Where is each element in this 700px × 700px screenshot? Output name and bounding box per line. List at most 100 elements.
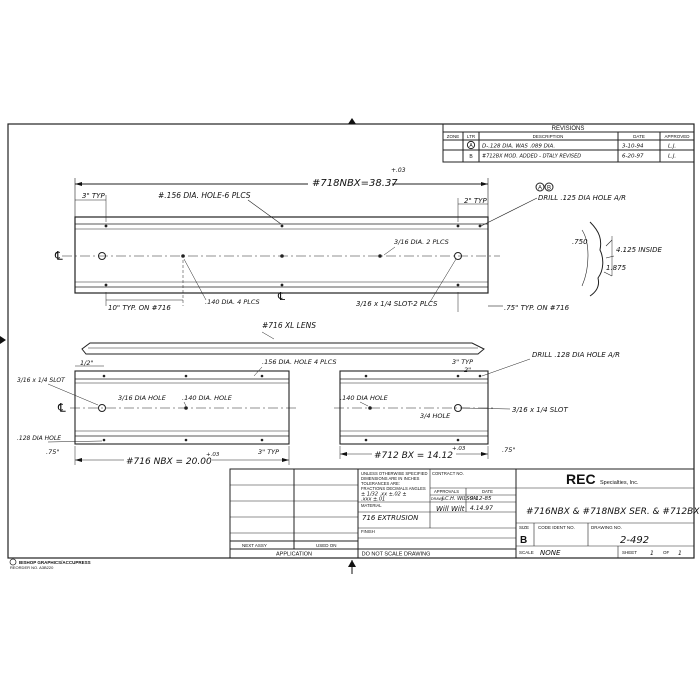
top-overall-length: #718NBX=38.37	[312, 178, 398, 189]
top-hole	[280, 254, 284, 258]
bottom-center-mark	[348, 560, 356, 567]
part-title: #716NBX & #718NBX SER. & #712BX	[526, 507, 700, 517]
top-centerline-symbol: ℄	[54, 249, 63, 263]
left-edge: .75"	[46, 448, 59, 456]
next-assy-label: NEXT ASSY	[242, 543, 267, 548]
rev-b-approved: L.J.	[668, 154, 676, 160]
top-section-h: 4.125 INSIDE	[616, 246, 662, 254]
used-on-label: USED ON	[316, 543, 337, 548]
top-hole	[280, 224, 284, 228]
rev-a-letter: A	[469, 143, 473, 149]
top-center-symbol: ℄	[277, 291, 285, 303]
top-hole	[456, 283, 460, 287]
company-logo: REC	[566, 471, 596, 487]
top-hole	[456, 224, 460, 228]
top-rev-mark-a: A	[538, 186, 542, 192]
do-not-scale: DO NOT SCALE DRAWING	[362, 552, 431, 558]
top-overall-tol: +.03	[391, 167, 406, 174]
of-label: OF	[663, 550, 670, 555]
right-hole: 3/4 HOLE	[420, 412, 451, 420]
right-slot-note: 3/16 x 1/4 SLOT	[512, 406, 568, 414]
rev-header-approved: APPROVED	[664, 134, 690, 139]
of-value: 1	[678, 550, 682, 557]
left-end-dim: 1/2"	[80, 359, 93, 367]
contract-no-label: CONTRACT NO.	[432, 471, 464, 476]
top-section-mid: 1.875	[606, 264, 627, 272]
title-block: NEXT ASSY USED ON APPLICATION DO NOT SCA…	[229, 468, 700, 559]
date-label: DATE	[482, 489, 493, 494]
right-top-dim: 3" TYP	[452, 358, 473, 366]
scale-value: NONE	[540, 549, 561, 557]
sheet-label: SHEET	[622, 550, 637, 555]
sheet-value: 1	[650, 550, 654, 557]
material-label: MATERIAL	[361, 503, 382, 508]
drawing-no-value: 2-492	[620, 535, 649, 546]
left-typ: 3" TYP	[258, 448, 279, 456]
top-view-718nbx: #718NBX=38.37 +.03 ℄ 3" TYP 2" TYP #.156	[54, 167, 662, 312]
top-hole	[104, 283, 108, 287]
top-slot-note: 3/16 x 1/4 SLOT-2 PLCS	[356, 300, 438, 308]
drawn-label: DRAWN	[431, 497, 445, 501]
lens-716xl: #716 XL LENS	[81, 321, 485, 355]
top-drill-note: DRILL .125 DIA HOLE A/R	[538, 194, 626, 202]
checked-by: Will Wilt	[436, 505, 465, 513]
left-hole-note: .156 DIA. HOLE 4 PLCS	[262, 358, 337, 366]
right-view-712bx: 3" TYP 2" .140 DIA HOLE 3/4 HOLE DRILL .…	[334, 351, 620, 461]
tolerance-line-5: ± 1/32 .xx ±.02 ±	[361, 492, 407, 498]
rev-header-zone: ZONE	[447, 134, 460, 139]
top-slot-dia: 3/16 DIA. 2 PLCS	[394, 238, 449, 246]
revisions-title: REVISIONS	[552, 126, 585, 132]
tolerance-line-4: FRACTIONS DECIMALS ANGLES	[361, 486, 426, 491]
top-small-hole: .140 DIA. 4 PLCS	[205, 298, 260, 306]
left-center-mark	[0, 336, 6, 344]
left-slot-note: 3/16 x 1/4 SLOT	[17, 377, 66, 384]
top-typ-on: .75" TYP. ON #716	[504, 304, 570, 312]
top-rev-mark-b: B	[547, 186, 551, 192]
right-edge: .75"	[502, 446, 515, 454]
top-hole	[280, 283, 284, 287]
footer: BISHOP GRAPHICS/ACCUPRESS REORDER NO. A3…	[9, 558, 91, 570]
right-top-dim2: 2"	[464, 366, 471, 374]
rev-header-ltr: LTR	[467, 134, 476, 139]
rev-b-date: 6-20-97	[622, 154, 644, 160]
left-overall: #716 NBX = 20.00	[126, 457, 212, 467]
tolerance-line-6: .xxx ±.01	[361, 497, 385, 503]
company-sub: Specialties, Inc.	[600, 480, 639, 486]
top-slot-right	[454, 252, 462, 260]
approvals-label: APPROVALS	[434, 489, 459, 494]
rev-a-date: 3-10-94	[622, 144, 644, 150]
right-overall: #712 BX = 14.12	[374, 451, 453, 461]
material-value: 716 EXTRUSION	[362, 514, 419, 522]
top-slot-left	[98, 252, 106, 260]
left-drill-note: .128 DIA HOLE	[17, 435, 61, 442]
size-value: B	[520, 535, 527, 546]
drawn-by: J.C.H. WILSON	[441, 496, 477, 502]
left-dia-hole: 3/16 DIA HOLE	[118, 394, 167, 402]
rev-header-description: DESCRIPTION	[533, 134, 564, 139]
rev-b-letter: B	[469, 154, 473, 160]
reorder-no: REORDER NO. A3B220	[10, 565, 54, 570]
left-overall-tol: +.03	[206, 452, 220, 458]
right-drill-note: DRILL .128 DIA HOLE A/R	[532, 351, 620, 359]
left-centerline-symbol: ℄	[57, 401, 66, 415]
revisions-table: REVISIONS ZONE LTR DESCRIPTION DATE APPR…	[442, 123, 695, 163]
finish-label: FINISH	[361, 529, 375, 534]
lens-label: #716 XL LENS	[262, 321, 316, 330]
tolerance-line-1: UNLESS OTHERWISE SPECIFIED	[361, 471, 427, 476]
left-view-716nbx: ℄ 1/2" .156 DIA. HOLE 4 PLCS 3/16 x 1/4 …	[17, 358, 337, 467]
rev-header-date: DATE	[633, 134, 645, 139]
top-pitch-dim: 10" TYP. ON #716	[108, 304, 171, 312]
right-overall-tol: +.03	[452, 446, 466, 452]
top-end-dim: 3" TYP	[82, 192, 105, 200]
checked-date: 4.14.97	[470, 505, 493, 512]
top-hole	[104, 224, 108, 228]
rev-b-description: #712BX MOD. ADDED - DTALY REVISED	[482, 154, 581, 160]
top-hole	[378, 254, 382, 258]
left-small-hole: .140 DIA. HOLE	[182, 394, 233, 402]
application-label: APPLICATION	[276, 552, 312, 558]
size-label: SIZE	[519, 525, 529, 530]
top-section-w: .750	[572, 238, 588, 246]
top-right-end-dim: 2" TYP	[464, 197, 487, 205]
drawing-no-label: DRAWING NO.	[591, 525, 622, 530]
